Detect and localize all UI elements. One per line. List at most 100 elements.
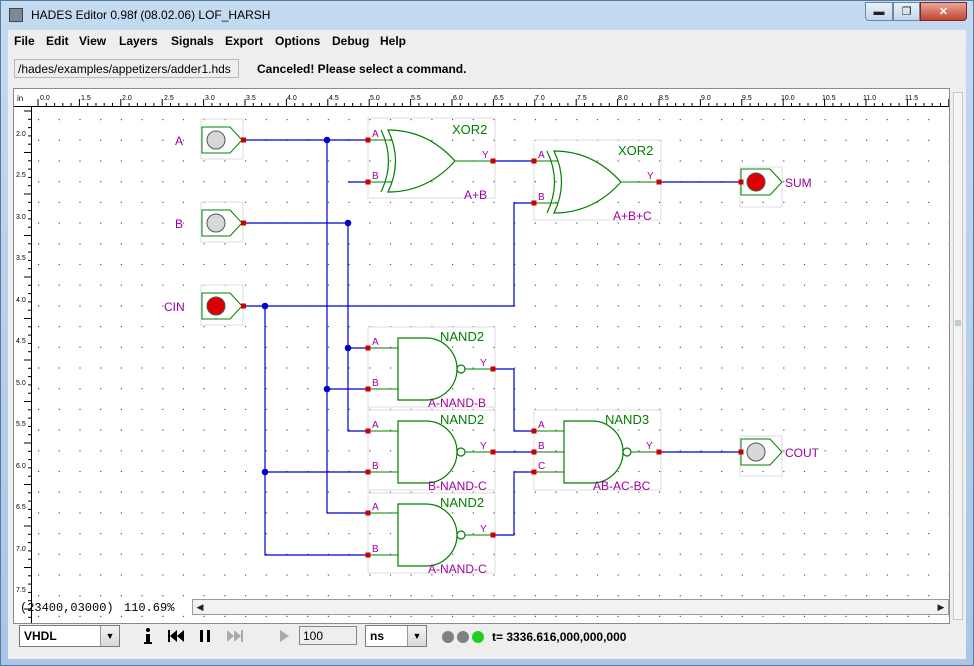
zoom-level: 110.69%	[124, 601, 175, 615]
ruler-h-label: 11.0	[863, 95, 876, 102]
ruler-v-label: 3.5	[16, 255, 26, 262]
nand-gate-b-nand-c[interactable]: A B Y NAND2 B-NAND-C	[365, 412, 496, 493]
menu-layers[interactable]: Layers	[119, 34, 158, 48]
menu-signals[interactable]: Signals	[171, 34, 214, 48]
close-button[interactable]: ✕	[920, 2, 967, 21]
simulation-toolbar: VHDL ▼ 100 ns ▼	[8, 622, 966, 658]
title-bar: HADES Editor 0.98f (08.02.06) LOF_HARSH …	[1, 1, 973, 29]
ruler-h-label: 10.5	[822, 95, 836, 102]
language-select[interactable]: VHDL ▼	[19, 625, 120, 647]
ruler-v-label: 4.5	[16, 338, 26, 345]
scroll-grip-icon[interactable]	[953, 318, 963, 328]
run-time-input[interactable]: 100	[299, 626, 357, 645]
info-icon[interactable]	[138, 625, 158, 647]
vertical-scrollbar[interactable]	[950, 88, 966, 624]
gate-type-label: NAND2	[440, 495, 484, 510]
rewind-icon[interactable]	[166, 625, 186, 647]
nand3-gate-ab-ac-bc[interactable]: A B C Y NAND3 AB-AC-BC	[531, 412, 662, 493]
gate-type-label: XOR2	[618, 143, 653, 158]
svg-text:Y: Y	[482, 150, 489, 161]
chevron-down-icon[interactable]: ▼	[100, 626, 119, 646]
xor-gate-a-plus-b[interactable]: A B Y XOR2 A+B	[365, 122, 496, 202]
svg-text:B: B	[372, 461, 379, 472]
minimize-button[interactable]: ▬	[865, 2, 893, 21]
ruler-h-label: 8.5	[659, 95, 669, 102]
xor-gate-a-plus-b-plus-c[interactable]: A B Y XOR2 A+B+C	[531, 143, 662, 223]
ruler-v-label: 3.0	[16, 214, 26, 221]
ruler-v-label: 5.5	[16, 421, 26, 428]
input-switch-cin[interactable]: CIN	[164, 292, 246, 320]
simulation-time: t= 3336.616,000,000,000	[492, 630, 627, 644]
horizontal-ruler-labels: 0.0 1.5 2.0 2.5 3.0 3.5 4.0 4.5 5.0 5.5 …	[40, 95, 918, 102]
svg-text:A: A	[372, 129, 379, 140]
ruler-h-label: 2.5	[164, 95, 174, 102]
svg-text:Y: Y	[646, 441, 653, 452]
gate-name-label: AB-AC-BC	[593, 479, 651, 493]
output-led-cout[interactable]: COUT	[738, 438, 820, 466]
window-title: HADES Editor 0.98f (08.02.06) LOF_HARSH	[31, 8, 271, 22]
ruler-h-label: 0.0	[40, 95, 50, 102]
fast-forward-icon[interactable]	[225, 625, 245, 647]
ruler-v-label: 4.0	[16, 297, 26, 304]
menu-edit[interactable]: Edit	[46, 34, 69, 48]
chevron-down-icon[interactable]: ▼	[407, 626, 426, 646]
menu-export[interactable]: Export	[225, 34, 264, 48]
horizontal-scrollbar[interactable]: ◀ ▶	[192, 599, 949, 615]
menu-options[interactable]: Options	[275, 34, 321, 48]
menu-view[interactable]: View	[79, 34, 107, 48]
ruler-h-label: 8.0	[618, 95, 628, 102]
status-led-1	[442, 631, 454, 643]
nand-gate-a-nand-c[interactable]: A B Y NAND2 A-NAND-C	[365, 495, 496, 576]
ruler-h-label: 3.0	[205, 95, 215, 102]
ruler-h-label: 6.5	[494, 95, 504, 102]
ruler-v-label: 6.5	[16, 504, 26, 511]
nand-gate-a-nand-b[interactable]: A B Y NAND2 A-NAND-B	[365, 329, 496, 410]
canvas-background	[14, 89, 949, 623]
ruler-v-label: 5.0	[16, 380, 26, 387]
ruler-h-label: 1.5	[81, 95, 91, 102]
svg-text:B: B	[538, 441, 545, 452]
scroll-left-icon[interactable]: ◀	[196, 601, 204, 612]
ruler-h-label: 9.0	[701, 95, 711, 102]
vertical-ruler-ticks	[24, 110, 31, 618]
ruler-h-label: 5.0	[370, 95, 380, 102]
input-switch-b[interactable]: B	[175, 209, 246, 237]
menu-help[interactable]: Help	[380, 34, 407, 48]
play-icon[interactable]	[274, 625, 294, 647]
schematic-canvas[interactable]: 0.0 1.5 2.0 2.5 3.0 3.5 4.0 4.5 5.0 5.5 …	[14, 89, 949, 623]
maximize-button[interactable]: ❐	[893, 2, 920, 21]
output-led-sum[interactable]: SUM	[738, 168, 812, 196]
ruler-h-label: 7.5	[577, 95, 587, 102]
ruler-v-label: 7.0	[16, 546, 26, 553]
menu-debug[interactable]: Debug	[332, 34, 370, 48]
output-cout-label: COUT	[785, 446, 820, 460]
gate-type-label: NAND2	[440, 412, 484, 427]
menu-bar: File Edit View Layers Signals Export Opt…	[8, 30, 966, 54]
status-led-3	[472, 631, 484, 643]
schematic-editor[interactable]: 0.0 1.5 2.0 2.5 3.0 3.5 4.0 4.5 5.0 5.5 …	[13, 88, 950, 624]
ruler-v-label: 2.0	[16, 131, 26, 138]
vertical-ruler-labels: 2.0 2.5 3.0 3.5 4.0 4.5 5.0 5.5 6.0 6.5 …	[16, 131, 26, 594]
ruler-h-label: 10.0	[781, 95, 795, 102]
svg-text:A: A	[538, 150, 545, 161]
status-message: Canceled! Please select a command.	[257, 62, 467, 76]
app-icon	[9, 8, 23, 22]
vertical-scroll-track[interactable]	[953, 92, 963, 620]
input-switch-a[interactable]: A	[175, 126, 246, 154]
menu-file[interactable]: File	[14, 34, 35, 48]
ruler-h-label: 9.5	[742, 95, 752, 102]
pause-icon[interactable]	[195, 625, 215, 647]
input-a-label: A	[175, 134, 183, 148]
time-unit-select[interactable]: ns ▼	[365, 625, 427, 647]
ruler-v-label: 6.0	[16, 463, 26, 470]
svg-text:Y: Y	[480, 524, 487, 535]
horizontal-ruler-ticks	[37, 99, 949, 106]
svg-text:Y: Y	[480, 358, 487, 369]
scroll-right-icon[interactable]: ▶	[937, 601, 945, 612]
status-led-2	[457, 631, 469, 643]
svg-text:B: B	[372, 544, 379, 555]
svg-text:Y: Y	[647, 171, 654, 182]
file-path-field[interactable]: /hades/examples/appetizers/adder1.hds	[14, 59, 239, 78]
ruler-h-label: 4.5	[329, 95, 339, 102]
